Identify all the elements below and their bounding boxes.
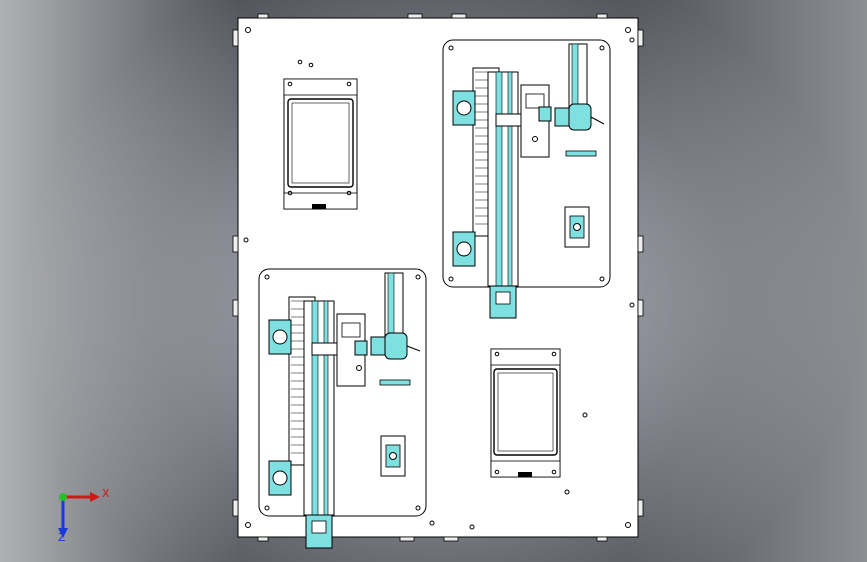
linear-module-lower[interactable] (258, 268, 427, 549)
linear-module-upper[interactable] (442, 39, 611, 319)
triad-z-label: Z (58, 531, 66, 544)
window-frame-lower-right[interactable] (490, 348, 561, 478)
triad-x-label: X (102, 487, 110, 500)
plate-edge-tabs (232, 13, 644, 542)
coordinate-triad-icon (58, 492, 100, 538)
window-frame-upper-left[interactable] (283, 78, 358, 210)
corner-screws (243, 27, 635, 530)
